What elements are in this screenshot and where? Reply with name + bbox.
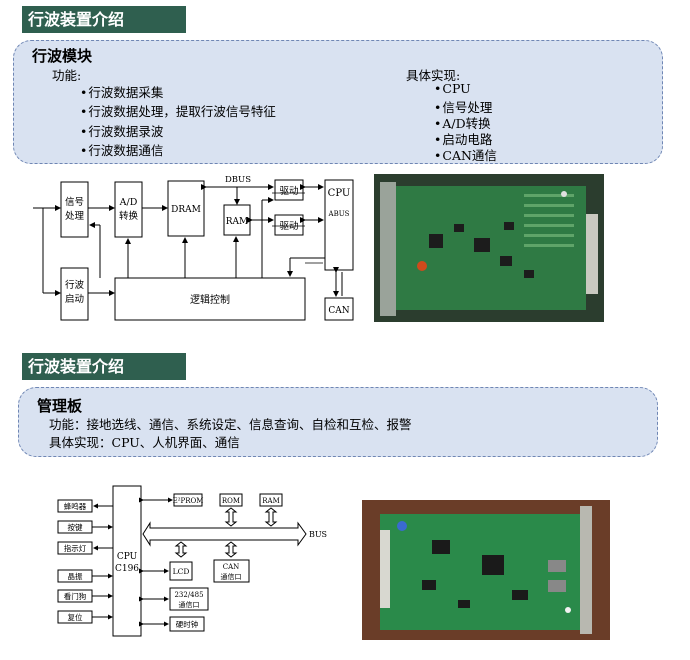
trigger-box xyxy=(60,267,89,321)
function-item: 行波数据录波 xyxy=(80,121,163,140)
can-port-box xyxy=(213,559,250,583)
cpu-box xyxy=(324,179,354,271)
ad-converter-box xyxy=(114,181,143,238)
ram-label-2: RAM xyxy=(262,497,280,505)
indicator-label: 指示灯 xyxy=(64,543,87,553)
cpu-c196-box xyxy=(112,485,142,637)
bus-label: BUS xyxy=(309,530,327,539)
impl-item: CAN通信 xyxy=(434,145,497,164)
indicator-box xyxy=(57,541,93,555)
can-port-label-2: 通信口 xyxy=(221,572,242,581)
dram-label: DRAM xyxy=(171,205,201,215)
serial-port-box xyxy=(169,587,209,611)
e2prom-label: E²PROM xyxy=(173,497,204,505)
lcd-box xyxy=(169,561,193,581)
rom-box xyxy=(219,493,243,507)
section-banner-2: 行波装置介绍 xyxy=(22,353,186,380)
impl-item: 启动电路 xyxy=(434,129,492,148)
ram-box-2 xyxy=(259,493,283,507)
key-label: 按键 xyxy=(68,522,83,532)
e2prom-box xyxy=(173,493,203,507)
reset-label: 复位 xyxy=(68,612,83,622)
impl-item: 信号处理 xyxy=(434,97,492,116)
impl-item: CPU xyxy=(434,81,470,96)
function-label: 功能: xyxy=(52,68,82,83)
cpu-label-2: CPU xyxy=(117,552,138,562)
driver-box-2 xyxy=(274,214,304,236)
driver-box-1 xyxy=(274,179,304,201)
driver-1-label: 驱动 xyxy=(279,186,298,197)
serial-port-label-2: 通信口 xyxy=(179,600,200,609)
rtc-label: 硬时钟 xyxy=(176,619,199,629)
ram-label: RAM xyxy=(226,217,249,227)
module-info-panel: 行波模块 功能: 行波数据采集 行波数据处理，提取行波信号特征 行波数据录波 行… xyxy=(13,40,663,164)
buzzer-label: 蜂鸣器 xyxy=(64,501,87,511)
traveling-wave-module-photo xyxy=(374,174,604,322)
can-box xyxy=(324,297,354,321)
logic-control-box xyxy=(114,277,306,321)
driver-2-label: 驱动 xyxy=(279,221,298,232)
dbus-label: DBUS xyxy=(225,175,251,185)
serial-port-label-1: 232/485 xyxy=(174,591,203,599)
can-port-label-1: CAN xyxy=(223,563,240,571)
management-impl-line: 具体实现：CPU、人机界面、通信 xyxy=(49,435,240,450)
function-item: 行波数据采集 xyxy=(80,82,163,101)
ad-label-2: 转换 xyxy=(119,210,139,222)
impl-item: A/D转换 xyxy=(434,113,490,132)
section-banner-1: 行波装置介绍 xyxy=(22,6,186,33)
management-function-line: 功能：接地选线、通信、系统设定、信息查询、自检和互检、报警 xyxy=(49,417,412,432)
rtc-box xyxy=(169,616,205,632)
cpu-label: CPU xyxy=(328,188,351,199)
trigger-label-2: 启动 xyxy=(65,293,84,305)
ad-label-1: A/D xyxy=(119,197,138,208)
can-label: CAN xyxy=(328,306,349,316)
management-board-block-diagram: 蜂鸣器 按键 指示灯 晶振 看门狗 复位 CPU C196 E²PROM ROM… xyxy=(57,485,327,637)
module-title: 行波模块 xyxy=(32,47,93,65)
management-board-photo xyxy=(362,500,610,640)
abus-label: ABUS xyxy=(328,210,350,218)
management-board-panel: 管理板 功能：接地选线、通信、系统设定、信息查询、自检和互检、报警 具体实现：C… xyxy=(18,387,658,457)
function-item: 行波数据通信 xyxy=(80,140,163,159)
c196-label: C196 xyxy=(115,564,139,574)
crystal-label: 晶振 xyxy=(68,571,83,581)
signal-processing-box xyxy=(60,181,89,238)
function-item: 行波数据处理，提取行波信号特征 xyxy=(80,101,276,120)
signal-processing-label-1: 信号 xyxy=(65,196,84,208)
lcd-label: LCD xyxy=(173,567,190,576)
management-board-title: 管理板 xyxy=(37,397,83,415)
bus-arrow xyxy=(142,521,307,547)
watchdog-label: 看门狗 xyxy=(64,591,87,601)
dram-box xyxy=(167,180,205,237)
buzzer-box xyxy=(57,499,93,513)
traveling-wave-module-block-diagram: 信号 处理 A/D 转换 DRAM DBUS 驱动 驱动 RAM CPU ABU… xyxy=(33,175,354,321)
logic-control-label: 逻辑控制 xyxy=(190,293,230,306)
trigger-label-1: 行波 xyxy=(65,279,85,291)
signal-processing-label-2: 处理 xyxy=(65,210,85,222)
rom-label: ROM xyxy=(222,497,240,505)
impl-label: 具体实现: xyxy=(406,68,461,83)
